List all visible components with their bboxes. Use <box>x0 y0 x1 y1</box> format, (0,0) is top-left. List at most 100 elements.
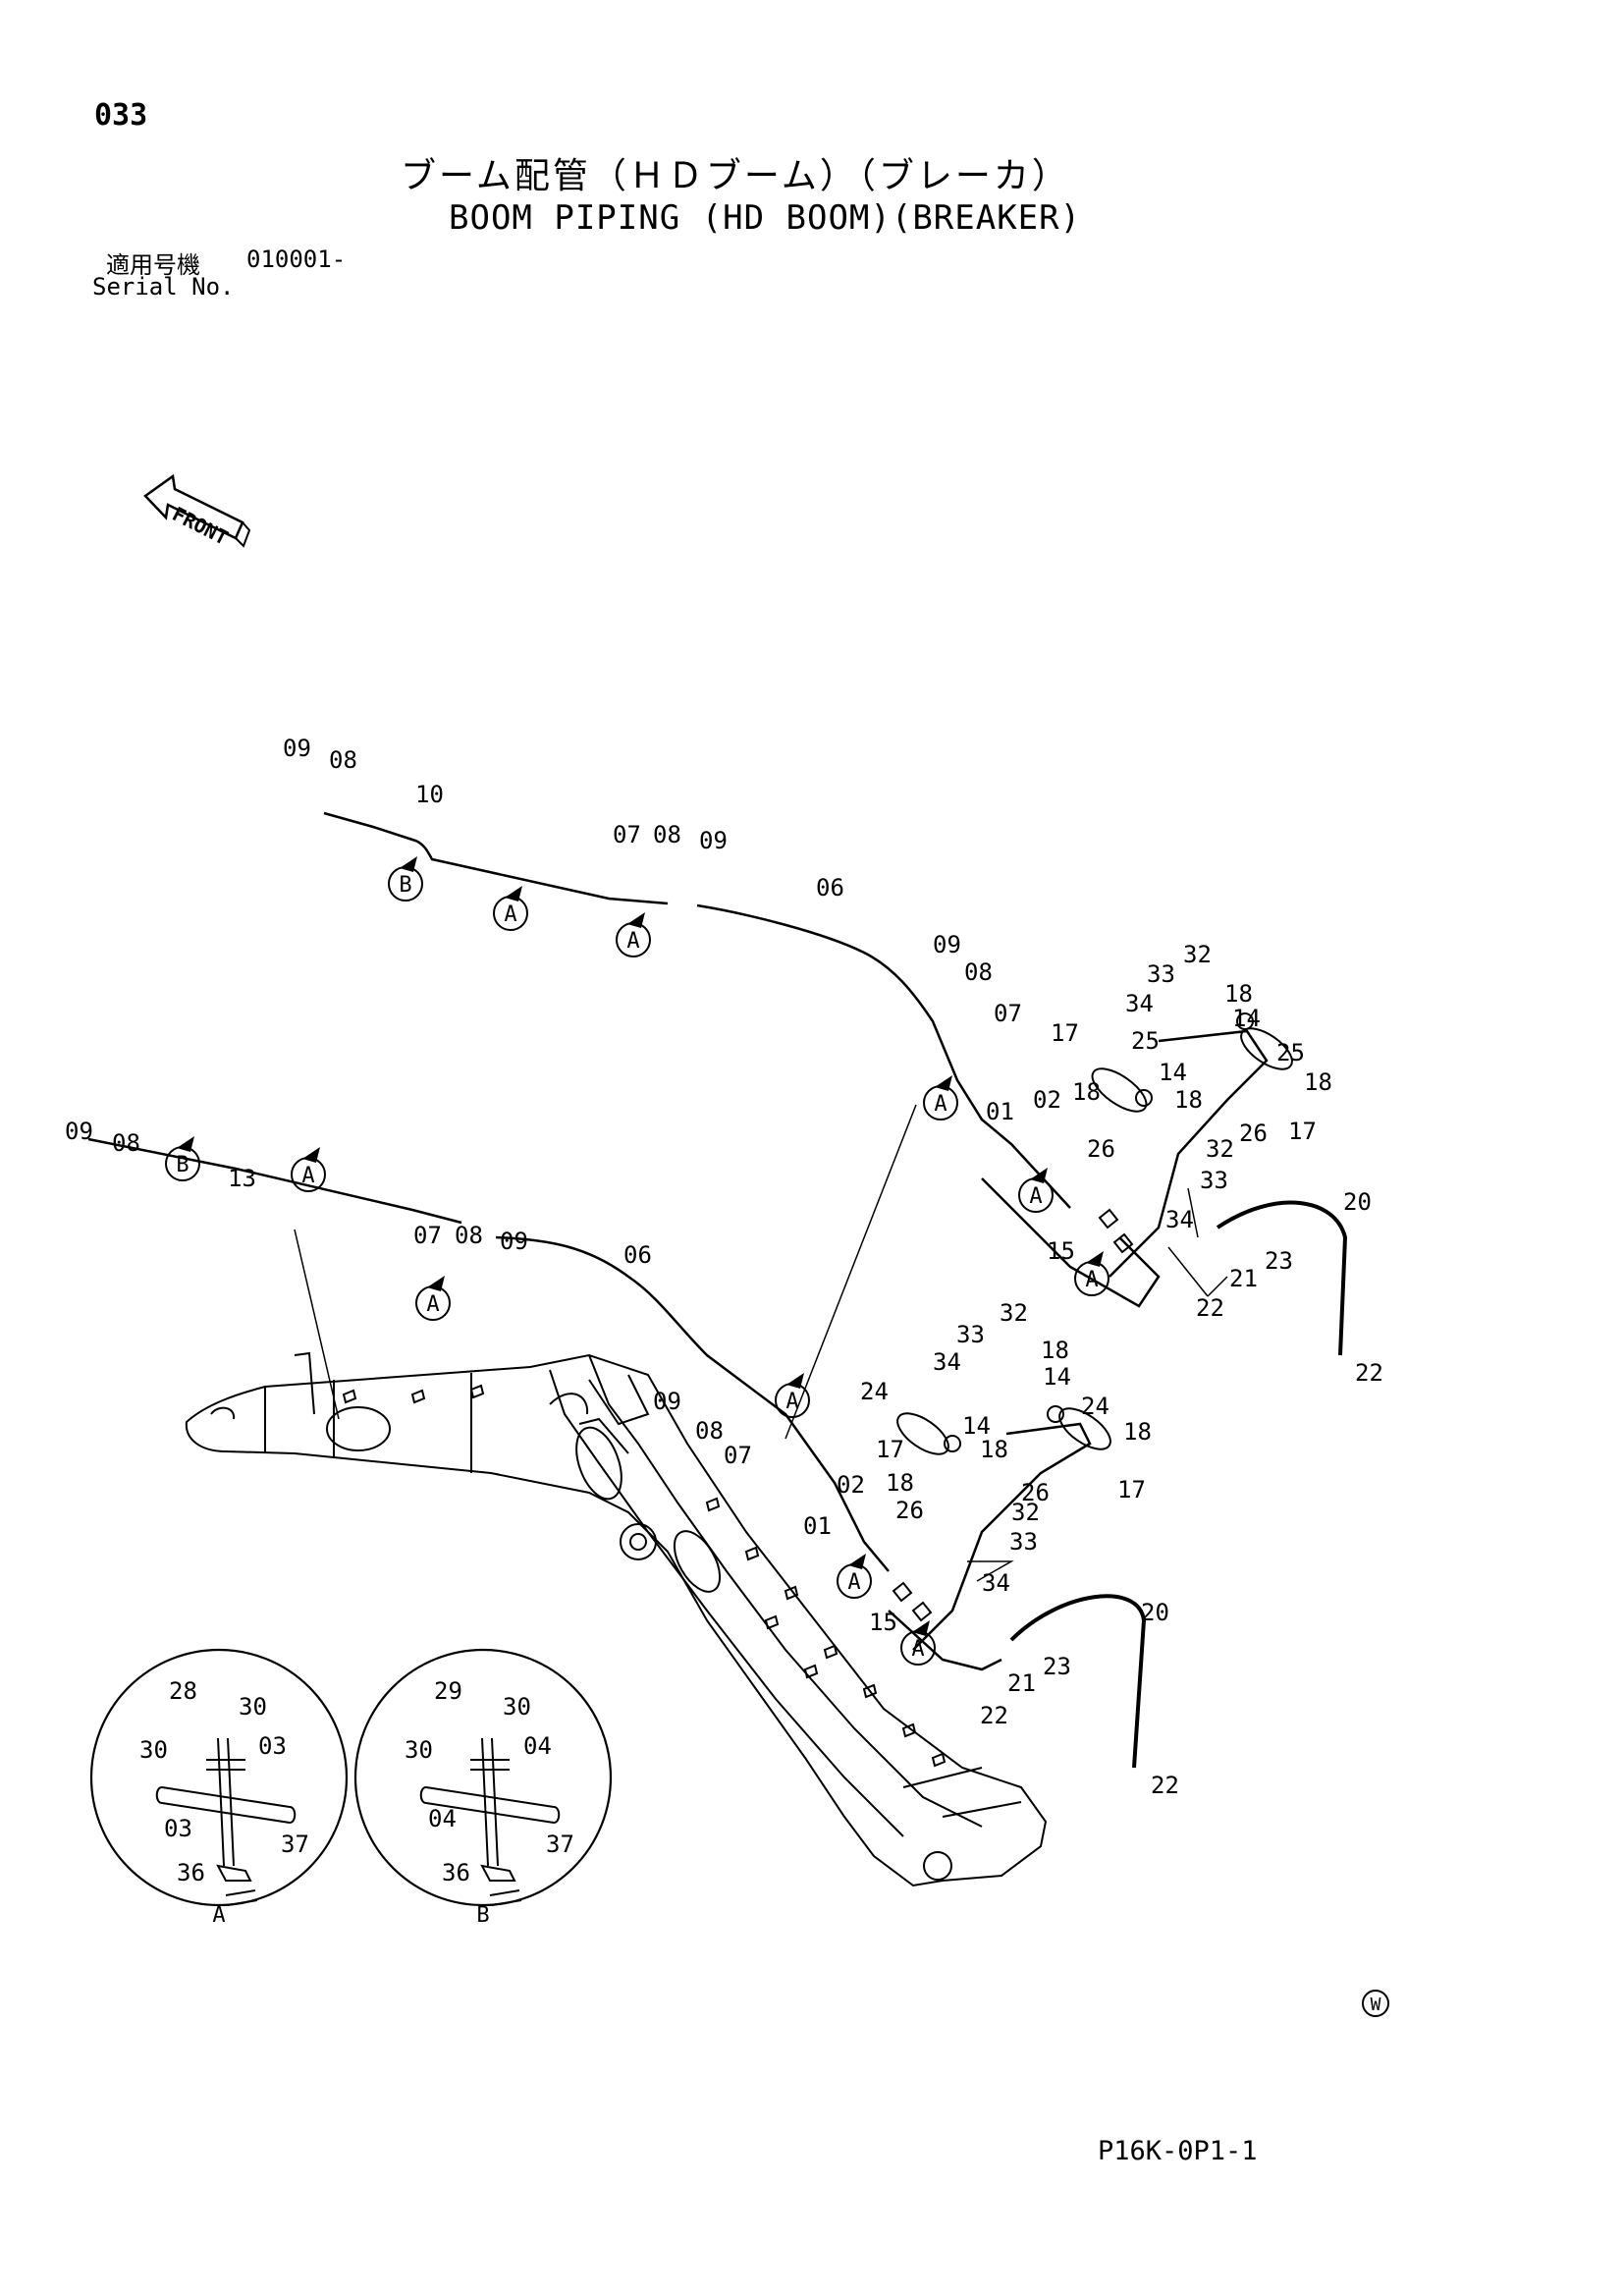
upper-callout-23: 26 <box>1087 1135 1115 1163</box>
view-marker-pointer-1 <box>505 886 522 902</box>
lower-callout-26: 33 <box>1009 1528 1038 1556</box>
view-marker-label-6: B <box>176 1153 189 1177</box>
lower-callout-5: 09 <box>500 1228 528 1255</box>
detail-a-caption: A <box>212 1903 225 1928</box>
view-marker-9: A <box>775 1373 810 1418</box>
lower-callout-24: 26 <box>1021 1479 1050 1506</box>
lower-callout-32: 22 <box>980 1702 1008 1729</box>
detail-a-callout-5: 36 <box>177 1859 205 1886</box>
serial-label-japanese: 適用号機 <box>106 251 200 279</box>
serial-label: Serial No. <box>92 273 235 301</box>
front-arrow-icon: FRONT <box>143 473 251 550</box>
view-marker-pointer-4 <box>1030 1168 1048 1183</box>
upper-callout-5: 09 <box>699 827 728 854</box>
upper-callout-13: 33 <box>1147 960 1175 988</box>
lower-callout-28: 15 <box>869 1609 897 1636</box>
view-marker-pointer-6 <box>177 1136 194 1152</box>
view-marker-pointer-3 <box>935 1075 952 1091</box>
upper-callout-33: 22 <box>1355 1359 1383 1387</box>
view-marker-pointer-8 <box>427 1276 445 1291</box>
page-title-japanese: ブーム配管（ＨＤブーム）（ブレーカ） <box>401 156 1070 196</box>
lower-callout-3: 07 <box>413 1222 442 1249</box>
upper-callout-27: 34 <box>1165 1206 1194 1233</box>
view-marker-label-4: A <box>1029 1184 1042 1209</box>
detail-b-callout-3: 04 <box>523 1732 552 1760</box>
view-marker-pointer-11 <box>912 1620 930 1636</box>
upper-callout-0: 09 <box>283 735 311 762</box>
lower-callout-1: 08 <box>112 1129 140 1157</box>
upper-callout-1: 08 <box>329 746 357 774</box>
upper-callout-16: 14 <box>1232 1005 1261 1032</box>
upper-callout-24: 26 <box>1239 1120 1268 1147</box>
detail-view-b <box>353 1648 613 1907</box>
front-label: FRONT <box>169 502 233 550</box>
view-marker-label-10: A <box>847 1570 860 1595</box>
view-marker-2: A <box>616 912 651 957</box>
view-marker-1: A <box>493 886 528 931</box>
upper-callout-2: 10 <box>415 781 444 808</box>
detail-a-callout-6: 37 <box>281 1831 309 1858</box>
upper-callout-17: 25 <box>1131 1027 1160 1055</box>
detail-b-callout-6: 37 <box>546 1831 574 1858</box>
upper-callout-30: 21 <box>1229 1265 1258 1292</box>
view-marker-label-9: A <box>785 1390 798 1414</box>
view-marker-label-8: A <box>426 1292 439 1317</box>
drawing-number: P16K-0P1-1 <box>1098 2136 1258 2166</box>
view-marker-10: A <box>837 1554 872 1599</box>
view-marker-pointer-10 <box>848 1554 866 1569</box>
detail-b-callout-4: 04 <box>428 1805 457 1832</box>
corner-mark: W <box>1371 1995 1381 2015</box>
upper-callout-3: 07 <box>613 821 641 848</box>
lower-callout-19: 24 <box>1081 1393 1109 1420</box>
upper-callout-21: 14 <box>1159 1059 1187 1086</box>
lower-callout-7: 09 <box>653 1388 681 1415</box>
lower-callout-27: 34 <box>982 1569 1010 1597</box>
detail-b-callout-5: 36 <box>442 1859 470 1886</box>
lower-callout-31: 23 <box>1043 1653 1071 1680</box>
view-marker-label-3: A <box>934 1092 947 1117</box>
lower-callout-29: 20 <box>1141 1599 1169 1626</box>
upper-callout-20: 18 <box>1072 1078 1101 1106</box>
lower-callout-33: 22 <box>1151 1772 1179 1799</box>
upper-piping-assembly <box>323 811 1348 1356</box>
view-marker-8: A <box>415 1276 451 1321</box>
page-title: BOOM PIPING (HD BOOM)(BREAKER) <box>449 198 1082 238</box>
view-marker-pointer-0 <box>400 856 417 872</box>
lower-callout-10: 02 <box>837 1471 865 1499</box>
lower-callout-4: 08 <box>455 1222 483 1249</box>
detail-a-callout-4: 03 <box>164 1815 192 1842</box>
view-marker-pointer-7 <box>302 1147 320 1163</box>
upper-callout-9: 07 <box>994 1000 1022 1027</box>
lower-callout-34: 18 <box>1123 1418 1152 1446</box>
view-marker-label-0: B <box>399 873 411 898</box>
detail-view-a <box>89 1648 349 1907</box>
view-marker-4: A <box>1018 1168 1054 1213</box>
detail-b-callout-2: 30 <box>405 1736 433 1764</box>
upper-callout-12: 32 <box>1183 941 1212 968</box>
detail-b-callout-1: 30 <box>503 1693 531 1721</box>
lower-callout-20: 18 <box>886 1469 914 1497</box>
lower-callout-21: 14 <box>962 1412 991 1440</box>
upper-callout-25: 32 <box>1206 1135 1234 1163</box>
upper-callout-10: 02 <box>1033 1086 1061 1114</box>
upper-callout-11: 01 <box>986 1098 1014 1125</box>
view-marker-pointer-5 <box>1086 1251 1104 1267</box>
detail-a-callout-1: 30 <box>239 1693 267 1721</box>
upper-callout-26: 33 <box>1200 1167 1228 1194</box>
lower-callout-8: 08 <box>695 1417 724 1445</box>
lower-callout-30: 21 <box>1007 1669 1036 1697</box>
lower-callout-22: 18 <box>980 1436 1008 1463</box>
upper-callout-35: 17 <box>1288 1118 1317 1145</box>
upper-callout-22: 18 <box>1174 1086 1203 1114</box>
upper-callout-6: 06 <box>816 874 844 902</box>
view-marker-3: A <box>923 1075 958 1121</box>
lower-piping-assembly <box>87 1137 1147 1769</box>
upper-callout-34: 18 <box>1304 1068 1332 1096</box>
upper-callout-15: 18 <box>1224 980 1253 1008</box>
upper-callout-32: 22 <box>1196 1294 1224 1322</box>
upper-callout-4: 08 <box>653 821 681 848</box>
upper-callout-18: 17 <box>1051 1019 1079 1047</box>
view-marker-pointer-9 <box>786 1373 804 1389</box>
